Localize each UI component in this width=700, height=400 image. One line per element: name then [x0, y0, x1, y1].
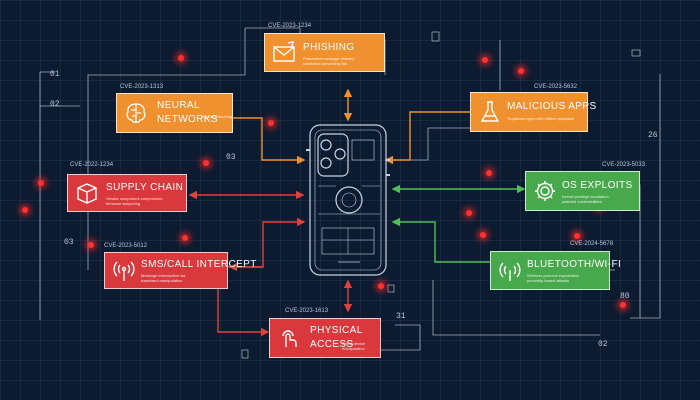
cve-label: CVE-2023-1234: [268, 23, 312, 29]
alert-dot: [178, 55, 184, 61]
node-description: Wireless protocol exploitation: [527, 273, 580, 278]
node-title: BLUETOOTH/WI-FI: [527, 259, 622, 270]
index-label: 01: [50, 70, 60, 79]
wireless-icon: [499, 262, 521, 281]
node-description: Fraudulent message delivery: [303, 56, 355, 61]
flask-icon: [480, 101, 500, 122]
node-description: manipulation: [342, 346, 365, 351]
node-description: firmware tampering: [106, 201, 141, 206]
node-neural-networks: NEURAL NETWORKS Model poisoning: [116, 93, 233, 133]
node-title: NETWORKS: [157, 114, 218, 125]
node-title: SUPPLY CHAIN: [106, 182, 184, 193]
brain-icon: [126, 103, 146, 124]
cve-label: CVE-2023-1613: [285, 308, 329, 314]
alert-dot: [466, 210, 472, 216]
node-description: proximity-based attacks: [527, 278, 570, 283]
alert-dot: [620, 302, 626, 308]
node-title: PHISHING: [303, 42, 355, 53]
alert-dot: [268, 120, 274, 126]
cve-label: CVE-2023-5012: [104, 243, 148, 249]
index-label: 03: [226, 153, 236, 162]
index-label: 26: [648, 131, 658, 140]
node-description: Message interception via: [141, 273, 186, 278]
node-description: patched vulnerabilities: [562, 199, 602, 204]
alert-dot: [182, 235, 188, 241]
node-malicious-apps: MALICIOUS APPS Trojanized apps with hidd…: [470, 92, 596, 132]
node-phishing: PHISHING Fraudulent message delivery cre…: [264, 33, 385, 72]
alert-dot: [88, 242, 94, 248]
node-description: credential harvesting link: [303, 61, 348, 66]
alert-dot: [22, 207, 28, 213]
node-bluetooth-wifi: BLUETOOTH/WI-FI Wireless protocol exploi…: [490, 251, 621, 290]
alert-dot: [203, 160, 209, 166]
node-description: Model poisoning: [203, 114, 233, 119]
cve-label: CVE-2024-5678: [570, 241, 614, 247]
node-supply-chain: SUPPLY CHAIN Vendor component compromise…: [67, 174, 187, 212]
envelope-icon: [273, 40, 295, 62]
alert-dot: [482, 57, 488, 63]
alert-dot: [480, 232, 486, 238]
cve-label: CVE-2023-1313: [120, 84, 164, 90]
index-label: 03: [64, 238, 74, 247]
node-description: Direct device: [342, 341, 366, 346]
node-title: MALICIOUS APPS: [507, 101, 597, 112]
node-title: SMS/CALL INTERCEPT: [141, 259, 257, 270]
signal-icon: [113, 261, 135, 281]
cve-label: CVE-2022-1234: [70, 162, 114, 168]
cve-label: CVE-2023-5033: [602, 162, 646, 168]
index-label: 02: [50, 100, 60, 109]
node-os-exploits: OS EXPLOITS Kernel privilege escalation …: [525, 171, 640, 211]
index-label: 31: [396, 312, 406, 321]
alert-dot: [378, 283, 384, 289]
smartphone-icon: [306, 124, 390, 276]
node-title: OS EXPLOITS: [562, 180, 633, 191]
node-description: baseband manipulation: [141, 278, 183, 283]
touch-icon: [282, 330, 297, 347]
node-description: Vendor component compromise: [106, 196, 163, 201]
index-label: 02: [598, 340, 608, 349]
alert-dot: [486, 170, 492, 176]
node-title: ACCESS: [310, 339, 354, 350]
node-description: Trojanized apps with hidden payloads: [507, 116, 574, 121]
node-title: NEURAL: [157, 100, 200, 111]
alert-dot: [574, 233, 580, 239]
node-physical-access: PHYSICAL ACCESS Direct device manipulati…: [269, 318, 381, 358]
node-sms-call-intercept: SMS/CALL INTERCEPT Message interception …: [104, 252, 256, 289]
alert-dot: [38, 180, 44, 186]
package-icon: [77, 183, 97, 204]
node-description: Kernel privilege escalation: [562, 194, 609, 199]
cve-label: CVE-2023-5632: [534, 84, 578, 90]
alert-dot: [518, 68, 524, 74]
node-title: PHYSICAL: [310, 325, 363, 336]
index-label: 80: [620, 292, 630, 301]
gear-icon: [535, 181, 555, 201]
